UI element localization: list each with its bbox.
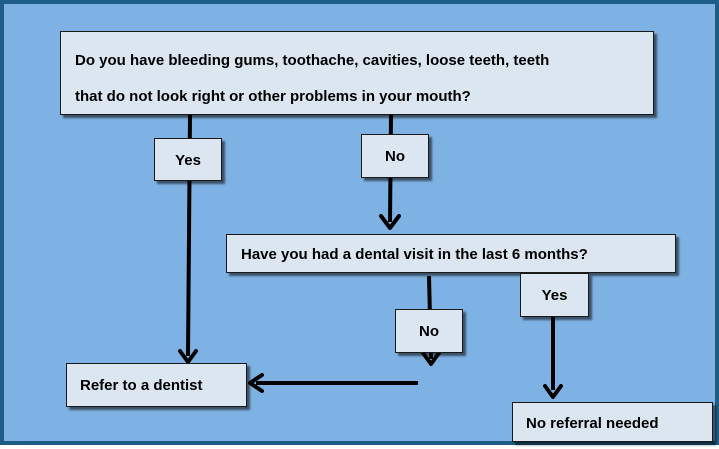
question-dental-visit: Have you had a dental visit in the last … <box>226 234 676 273</box>
label-no-problems: No <box>361 134 429 178</box>
outcome-refer-to-dentist: Refer to a dentist <box>66 363 247 407</box>
label-yes-visit: Yes <box>520 273 589 317</box>
connector-layer <box>178 114 563 399</box>
arrowhead-dentist-left <box>248 373 264 393</box>
question-mouth-problems: Do you have bleeding gums, toothache, ca… <box>60 31 654 115</box>
label-yes-problems: Yes <box>154 138 222 181</box>
arrowhead-q2-down <box>379 214 401 230</box>
label-no-visit: No <box>395 309 463 353</box>
question-mouth-problems-line1: Do you have bleeding gums, toothache, ca… <box>75 52 550 69</box>
arrowhead-noref-down <box>543 384 563 399</box>
outcome-no-referral: No referral needed <box>512 402 713 442</box>
arrowhead-dentist-down <box>178 349 198 364</box>
arrowhead-no2-down <box>421 351 441 366</box>
question-mouth-problems-line2: that do not look right or other problems… <box>75 88 471 105</box>
